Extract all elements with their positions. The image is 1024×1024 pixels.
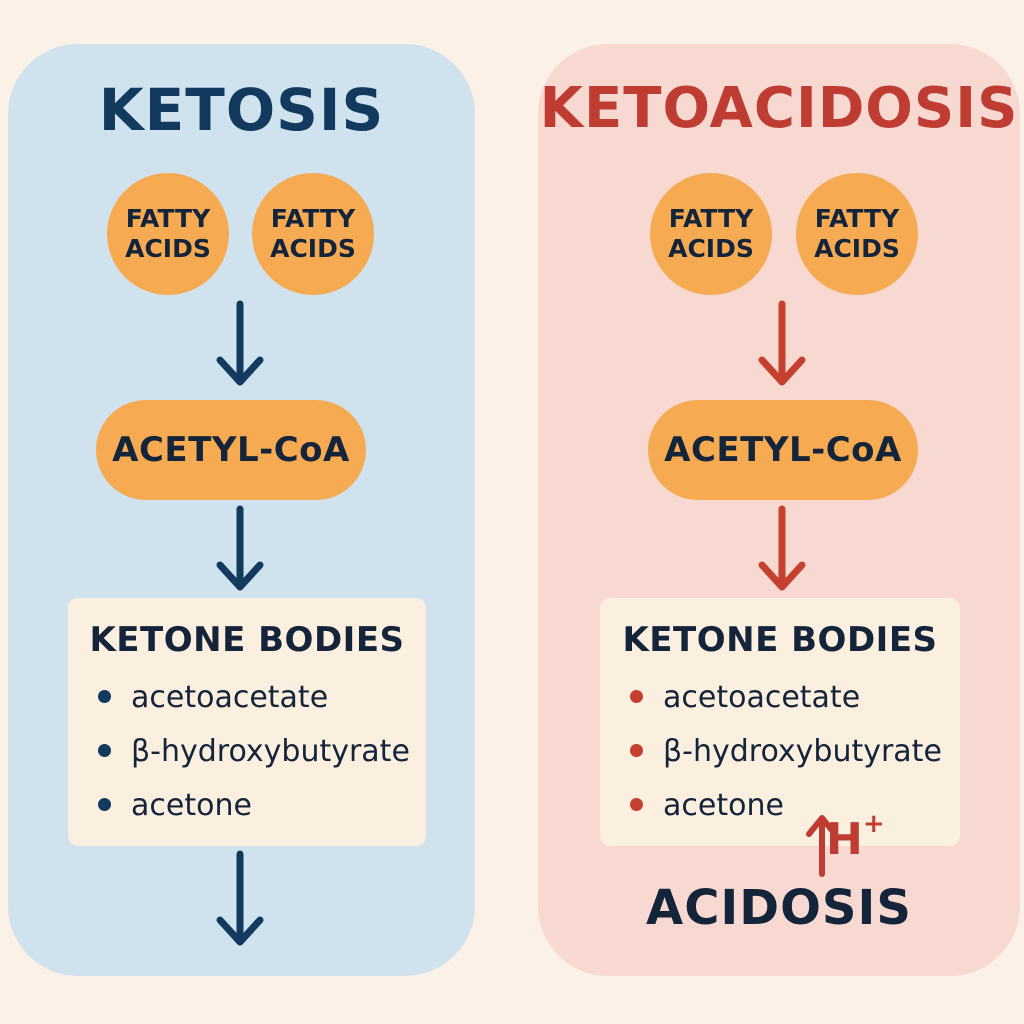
bullet-icon xyxy=(630,690,643,703)
list-item: β-hydroxybutyrate xyxy=(630,734,942,769)
fatty-acids-label: FATTY ACIDS xyxy=(125,204,211,263)
down-arrow-icon xyxy=(216,850,264,946)
list-item: β-hydroxybutyrate xyxy=(98,734,410,769)
down-arrow-icon xyxy=(216,300,264,386)
list-item: acetoacetate xyxy=(98,680,328,715)
bullet-icon xyxy=(630,744,643,757)
down-arrow-icon xyxy=(216,505,264,591)
fatty-acids-node-right-2: FATTY ACIDS xyxy=(796,173,918,295)
fatty-acids-node-left-2: FATTY ACIDS xyxy=(252,173,374,295)
fatty-acids-node-left-1: FATTY ACIDS xyxy=(107,173,229,295)
ketone-bodies-box-right: KETONE BODIES acetoacetate β-hydroxybuty… xyxy=(600,598,960,846)
list-item: acetone xyxy=(98,788,252,823)
bullet-icon xyxy=(630,798,643,811)
fatty-acids-node-right-1: FATTY ACIDS xyxy=(650,173,772,295)
acetyl-coa-node-left: ACETYL-CoA xyxy=(96,400,366,500)
acetyl-coa-label: ACETYL-CoA xyxy=(112,430,350,470)
ketone-bodies-title: KETONE BODIES xyxy=(622,620,938,660)
acidosis-label: ACIDOSIS xyxy=(646,880,912,936)
fatty-acids-label: FATTY ACIDS xyxy=(814,204,900,263)
ketone-bodies-box-left: KETONE BODIES acetoacetate β-hydroxybuty… xyxy=(68,598,426,846)
bullet-icon xyxy=(98,690,111,703)
ketoacidosis-title: KETOACIDOSIS xyxy=(539,76,1019,141)
bullet-icon xyxy=(98,744,111,757)
down-arrow-icon xyxy=(758,505,806,591)
acetyl-coa-label: ACETYL-CoA xyxy=(664,430,902,470)
up-arrow-icon xyxy=(806,815,838,877)
ketosis-title: KETOSIS xyxy=(98,76,385,144)
down-arrow-icon xyxy=(758,300,806,386)
bullet-icon xyxy=(98,798,111,811)
hydrogen-ion-label: H+ xyxy=(826,809,885,865)
acetyl-coa-node-right: ACETYL-CoA xyxy=(648,400,918,500)
ketone-bodies-title: KETONE BODIES xyxy=(89,620,405,660)
plus-charge: + xyxy=(862,809,885,840)
list-item: acetone xyxy=(630,788,784,823)
list-item: acetoacetate xyxy=(630,680,860,715)
fatty-acids-label: FATTY ACIDS xyxy=(270,204,356,263)
fatty-acids-label: FATTY ACIDS xyxy=(668,204,754,263)
